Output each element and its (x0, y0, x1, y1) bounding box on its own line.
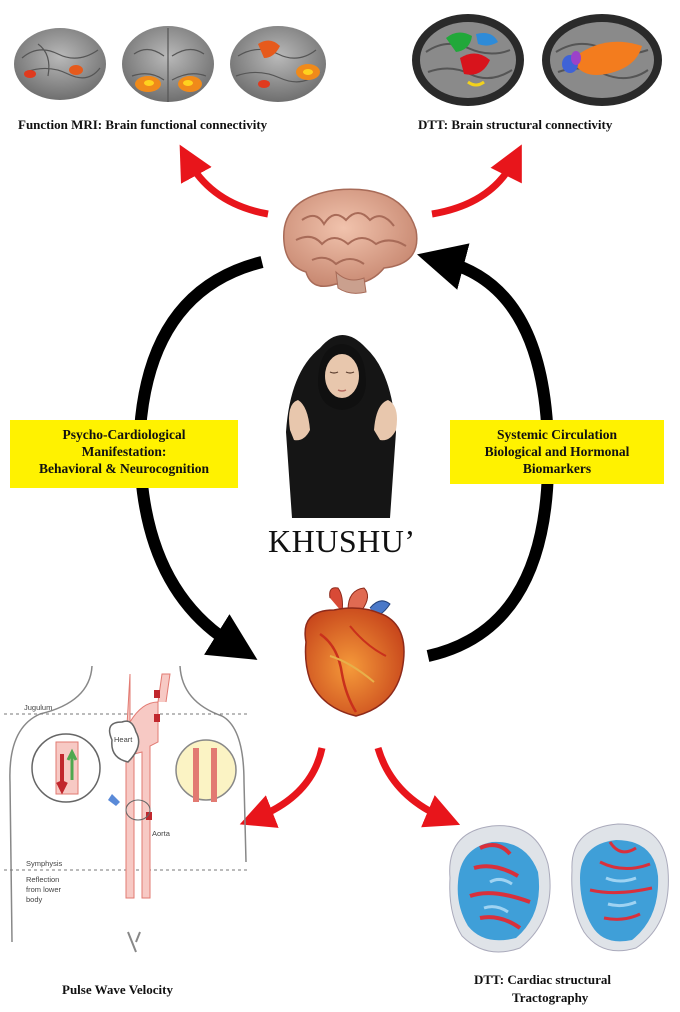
praying-woman-image (262, 312, 422, 518)
arrow-to-pwv (256, 748, 322, 818)
right-box-line3: Biomarkers (454, 460, 660, 477)
symphysis-label: Symphysis (26, 859, 63, 868)
right-box-line2: Biological and Hormonal (454, 443, 660, 460)
cardiac-dti-images (440, 818, 676, 960)
left-box-line2: Manifestation: (14, 443, 234, 460)
aorta-vessel (126, 674, 158, 898)
cardiac-dti-left (450, 826, 550, 952)
arrow-to-dti-brain (432, 160, 514, 214)
jugulum-label: Jugulum (24, 703, 52, 712)
left-box-line3: Behavioral & Neurocognition (14, 460, 234, 477)
arrow-to-fmri (188, 160, 268, 214)
left-box-line1: Psycho-Cardiological (14, 426, 234, 443)
cardiac-dti-right (572, 824, 669, 951)
reflection-label-1: Reflection (26, 875, 59, 884)
left-highlight-box: Psycho-Cardiological Manifestation: Beha… (10, 420, 238, 488)
right-box-line1: Systemic Circulation (454, 426, 660, 443)
heart-label: Heart (114, 735, 133, 744)
pwv-caption: Pulse Wave Velocity (62, 982, 173, 998)
pulse-wave-body-diagram: Jugulum Heart Aorta Symphysis Reflection… (0, 662, 260, 962)
arrow-to-cardiac-dti (378, 748, 444, 818)
reflection-label-3: body (26, 895, 43, 904)
magnifier-right (176, 740, 236, 800)
right-highlight-box: Systemic Circulation Biological and Horm… (450, 420, 664, 484)
khushu-label: KHUSHU’ (268, 523, 416, 560)
cardiac-dti-caption-line2: Tractography (512, 990, 588, 1006)
cardiac-dti-caption-line1: DTT: Cardiac structural (474, 972, 611, 988)
heart-image (290, 586, 414, 720)
reflection-label-2: from lower (26, 885, 62, 894)
center-brain-image (272, 180, 424, 298)
aorta-label: Aorta (152, 829, 171, 838)
